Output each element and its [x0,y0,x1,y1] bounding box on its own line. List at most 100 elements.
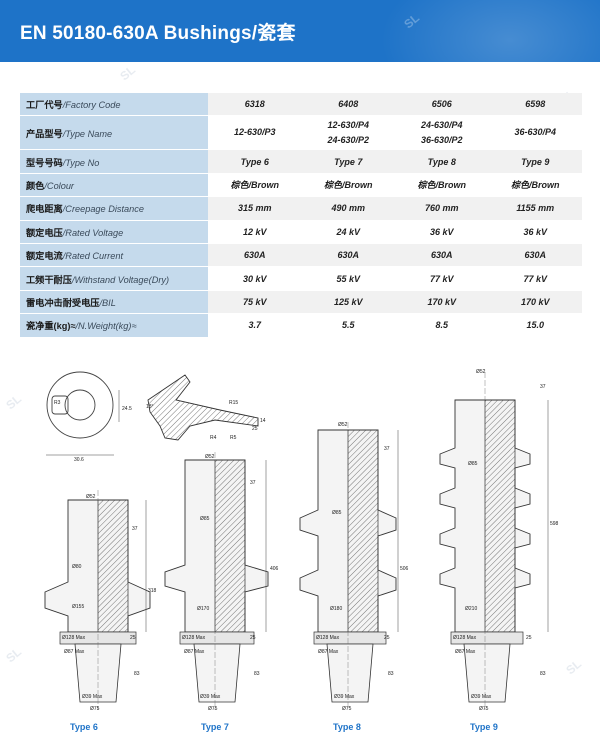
watermark: SL [117,62,139,84]
dimension-label: 37 [540,384,546,390]
banner-glow [380,0,600,62]
table-cell: 12-630/P3 [208,115,302,151]
table-row: 瓷净重(kg)≈/N.Weight(kg)≈ 3.7 5.5 8.5 15.0 [20,313,582,338]
row-label: 雷电冲击耐受电压/BIL [20,290,208,315]
dimension-label: 37 [250,480,256,486]
dimension-label: Ø155 [72,604,84,610]
table-cell: Type 9 [488,149,582,174]
dimension-label: Ø85 [200,516,210,522]
table-cell: 24 kV [301,220,395,244]
table-cell: 棕色/Brown [208,173,302,198]
table-cell: 6318 [208,93,302,117]
table-cell: 77 kV [488,266,582,291]
dimension-label: 25 [130,635,136,641]
dimension-label: Ø75 [208,706,218,712]
dimension-label: Ø52 [476,369,486,375]
dimension-label: 37 [384,446,390,452]
type-7-drawing [164,452,269,710]
table-cell: Type 6 [208,149,302,174]
dimension-label: Ø87 Max [64,649,85,655]
table-cell: 170 kV [395,290,489,315]
row-label: 爬电距离/Creepage Distance [20,196,208,221]
table-cell: 6598 [488,93,582,117]
dimension-label: 25 [252,426,258,432]
table-row: 额定电流/Rated Current 630A 630A 630A 630A [20,243,582,268]
row-label: 工频干耐压/Withstand Voltage(Dry) [20,266,208,291]
dimension-label: 30.6 [74,457,84,463]
dimension-label: Ø170 [197,606,209,612]
table-cell: 15.0 [488,313,582,338]
dimension-label: 83 [540,671,546,677]
row-label: 型号号码/Type No [20,149,208,174]
row-label: 颜色/Colour [20,173,208,198]
dimension-label: Ø85 [468,461,478,467]
dimension-label: Ø180 [330,606,342,612]
shed-section-view [147,374,259,441]
dimension-label: R15 [229,400,238,406]
page-title: EN 50180-630A Bushings/瓷套 [20,23,296,44]
dimension-label: 24.5 [122,406,132,412]
dimension-label: 18° [146,404,154,410]
dimension-label: 25 [384,635,390,641]
spec-table: 工厂代号/Factory Code 6318 6408 6506 6598 产品… [20,93,582,338]
table-row: 雷电冲击耐受电压/BIL 75 kV 125 kV 170 kV 170 kV [20,290,582,315]
type-6-drawing [44,490,151,710]
row-label: 额定电流/Rated Current [20,243,208,268]
dimension-label: R5 [230,435,237,441]
title-banner: EN 50180-630A Bushings/瓷套 SL [0,0,600,62]
table-cell: 315 mm [208,196,302,221]
dimension-label: 25 [526,635,532,641]
table-row: 型号号码/Type No Type 6 Type 7 Type 8 Type 9 [20,149,582,174]
dimension-label: Ø39 Max [200,694,221,700]
dimension-label: Ø80 [72,564,82,570]
table-cell: 55 kV [301,266,395,291]
table-cell: 125 kV [301,290,395,315]
row-label: 瓷净重(kg)≈/N.Weight(kg)≈ [20,313,208,338]
dimension-label: Ø210 [465,606,477,612]
table-cell: 760 mm [395,196,489,221]
table-cell: 棕色/Brown [488,173,582,198]
dimension-label: Ø128 Max [453,635,477,641]
table-cell: 1155 mm [488,196,582,221]
table-cell: 6408 [301,93,395,117]
dimension-label: 83 [254,671,260,677]
dimension-label: Ø52 [205,454,215,460]
dimension-label: Ø39 Max [82,694,103,700]
table-row: 颜色/Colour 棕色/Brown 棕色/Brown 棕色/Brown 棕色/… [20,173,582,198]
type-6-caption: Type 6 [70,722,98,732]
dimension-label: 83 [388,671,394,677]
row-label: 工厂代号/Factory Code [20,93,208,117]
dimension-label: Ø39 Max [471,694,492,700]
table-cell: Type 8 [395,149,489,174]
dimension-label: Ø128 Max [182,635,206,641]
dimension-label: Ø75 [90,706,100,712]
table-cell: 77 kV [395,266,489,291]
table-cell: Type 7 [301,149,395,174]
table-cell: 630A [488,243,582,268]
table-cell: 6506 [395,93,489,117]
table-cell: 棕色/Brown [395,173,489,198]
type-8-caption: Type 8 [333,722,361,732]
dimension-label: Ø75 [479,706,489,712]
dimension-label: Ø128 Max [62,635,86,641]
dimension-label: 37 [132,526,138,532]
table-cell: 36 kV [488,220,582,244]
type-9-caption: Type 9 [470,722,498,732]
type-7-caption: Type 7 [201,722,229,732]
dimension-label: 506 [400,566,409,572]
dimension-label: 14 [260,418,266,424]
dimension-label: 318 [148,588,157,594]
dimension-label: 598 [550,521,559,527]
dimension-label: Ø85 [332,510,342,516]
dimension-label: Ø75 [342,706,352,712]
dimension-label: Ø128 Max [316,635,340,641]
table-cell: 棕色/Brown [301,173,395,198]
table-cell: 630A [301,243,395,268]
dimension-label: 25 [250,635,256,641]
technical-drawings: R3 24.5 30.6 18° R15 14 R4 R5 25 Ø52 37 … [44,369,559,712]
type-8-drawing [299,422,399,710]
dimension-label: 83 [134,671,140,677]
